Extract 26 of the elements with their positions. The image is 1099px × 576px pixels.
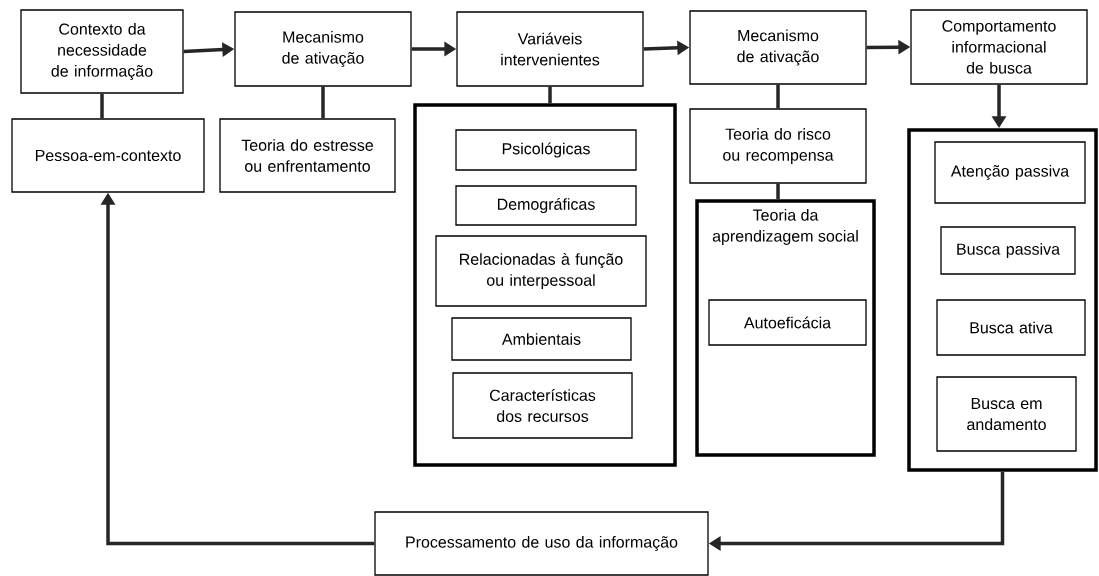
- process-box: Relacionadas à função ou interpessoal: [435, 235, 647, 307]
- connector-line: [776, 84, 780, 109]
- process-box: Pessoa-em-contexto: [11, 118, 205, 193]
- connector-line: [100, 93, 104, 119]
- process-box: Comportamento informacional de busca: [910, 9, 1088, 85]
- process-box: Características dos recursos: [452, 372, 633, 439]
- process-box: Busca ativa: [936, 299, 1086, 356]
- process-box: Processamento de uso da informação: [374, 511, 709, 576]
- container-box: [907, 128, 1098, 472]
- process-box: Contexto da necessidade de informação: [20, 9, 184, 94]
- process-box: Busca passiva: [940, 226, 1076, 275]
- process-box: Ambientais: [451, 317, 632, 361]
- process-box: Autoeficácia: [708, 299, 867, 346]
- connector-line: [548, 86, 552, 104]
- process-box: Psicológicas: [455, 129, 637, 171]
- process-box: Busca em andamento: [936, 376, 1077, 452]
- process-box: Variáveis intervenientes: [456, 11, 644, 87]
- connector-line: [321, 86, 325, 119]
- container-box: [413, 103, 677, 467]
- process-box: Mecanismo de ativação: [689, 10, 867, 85]
- process-box: Demográficas: [455, 185, 637, 226]
- connector-line: [776, 183, 780, 200]
- process-box: Teoria do estresse ou enfrentamento: [219, 118, 396, 193]
- process-box: Mecanismo de ativação: [234, 11, 412, 87]
- process-box: Teoria do risco ou recompensa: [689, 108, 867, 184]
- process-box: Atenção passiva: [934, 141, 1086, 204]
